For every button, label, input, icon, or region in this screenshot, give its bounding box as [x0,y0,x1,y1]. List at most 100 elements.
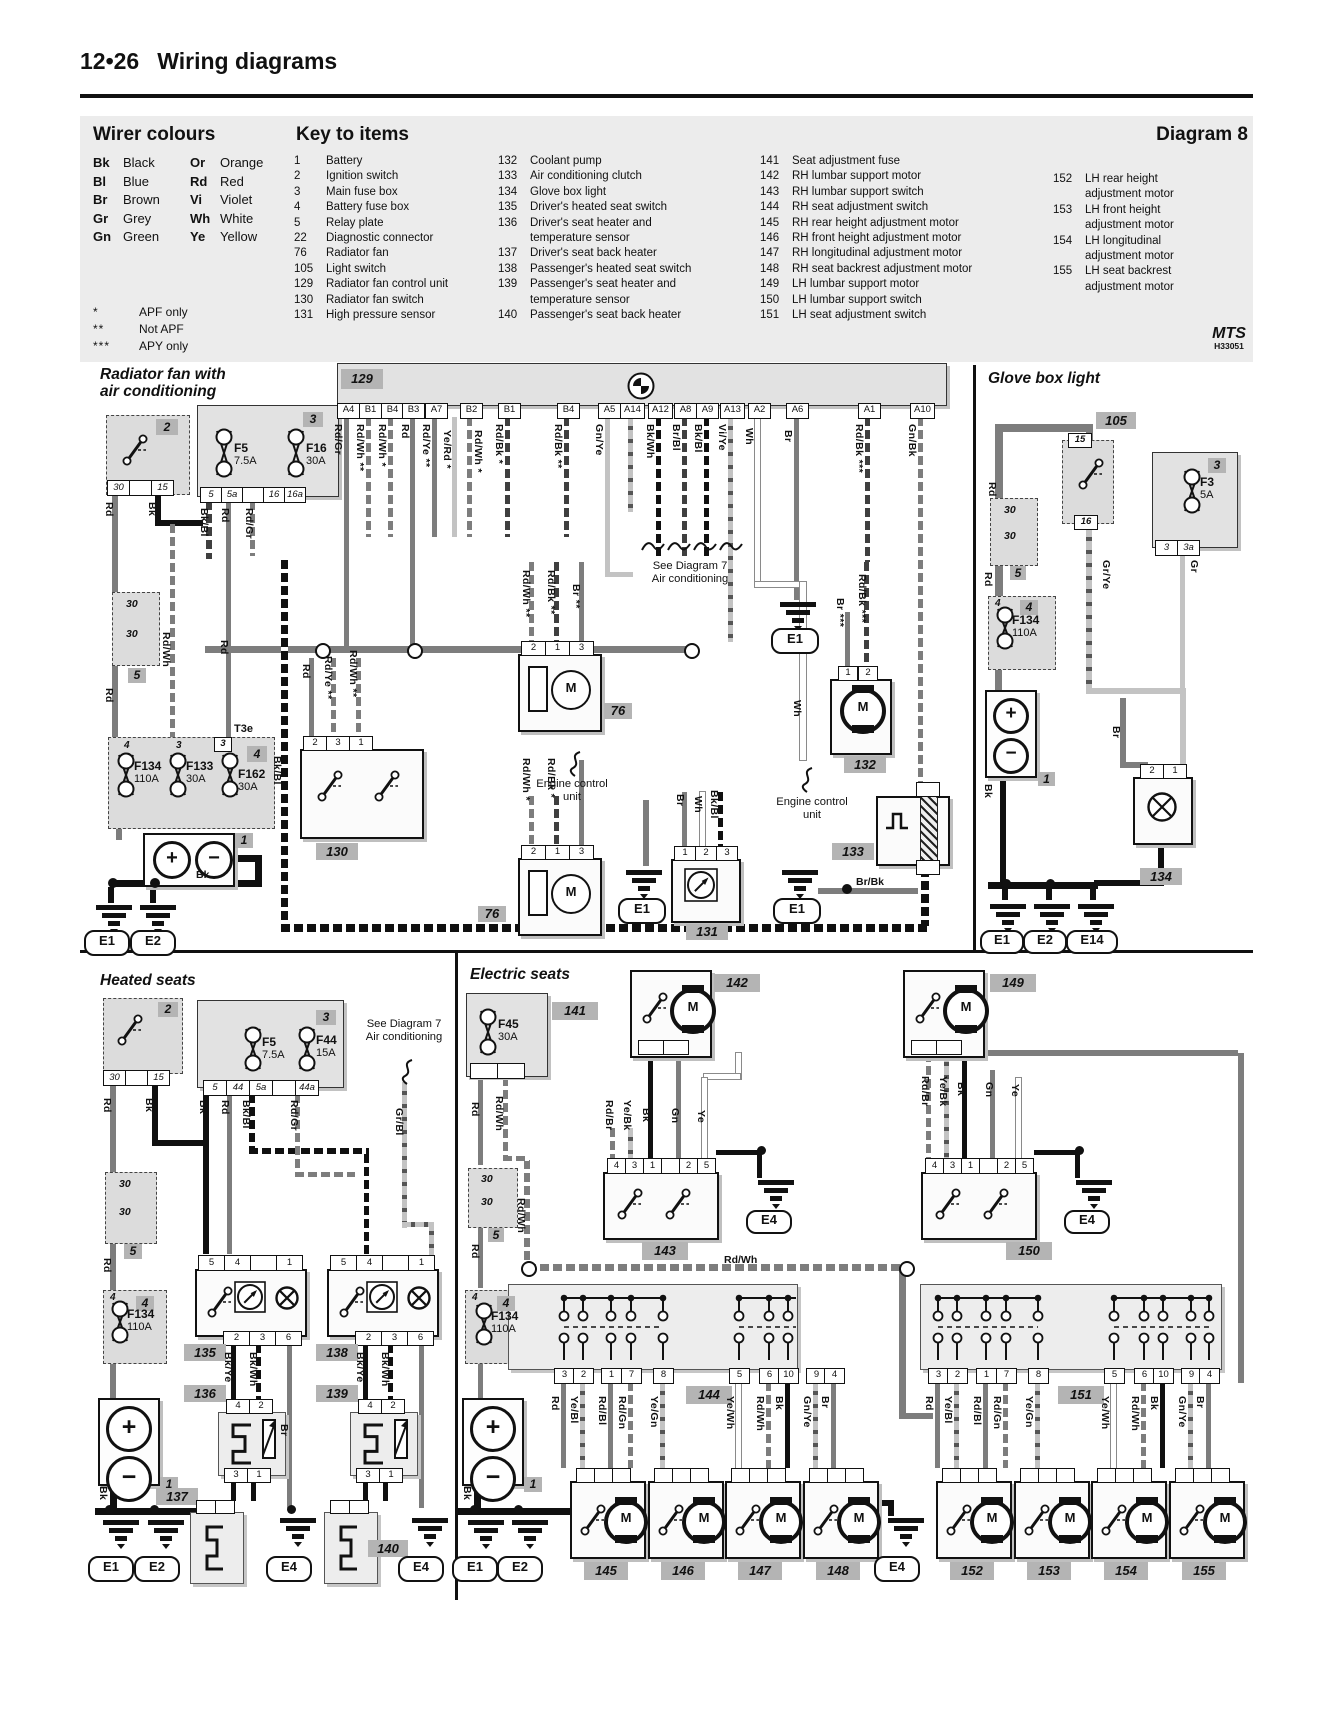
component-number-badge: 130 [316,843,358,860]
pin-label [1194,1468,1212,1483]
component-box [112,592,160,666]
divider-top-vertical [973,365,976,950]
wire [478,1077,483,1165]
pin-label: 5a [250,1080,273,1096]
wire [755,417,760,582]
component-number-badge: 4 [497,1296,515,1311]
wire-colour-label: Rd/Wh ** [354,424,366,472]
pin-label: 1 [277,1255,303,1271]
pin-label [498,1063,525,1079]
wire-colour-label: Rd [101,1258,113,1273]
key-item-label: Glove box light [530,185,607,198]
key-item-label: Radiator fan control unit [326,278,449,291]
text-line: unit [562,791,582,804]
colour-name: Violet [220,192,253,207]
key-item-number: 149 [760,278,780,291]
wire-colour-label: Ye/Bk [937,1076,949,1107]
note-text: APY only [139,339,189,353]
motor-icon: M [1203,1497,1247,1544]
colour-name: Red [220,173,244,189]
colour-name: Yellow [220,229,258,244]
fuse-icon [116,752,136,798]
key-item-label: Battery [326,155,363,167]
lamp-icon [407,1286,431,1310]
pin-label: B1 [359,403,382,419]
key-item-label: Passenger's heated seat switch [530,262,692,275]
pin-label: 44a [296,1080,319,1096]
junction-dot [150,1505,159,1514]
wire-colour-label: Wh [692,796,704,814]
wire [628,417,633,512]
switch-icon [944,1502,974,1536]
component-number-badge: 135 [184,1344,226,1361]
key-item-label: Seat adjustment fuse [792,155,901,167]
motor-terminal [981,1497,1003,1505]
pin-label [916,782,940,797]
pin-label: 3 [224,1468,248,1483]
key-item-number: 155 [1053,265,1073,278]
wire-colour-label: Gn [983,1082,995,1098]
pin-label: 5 [203,1080,227,1096]
component-number-badge: 76 [604,703,632,719]
battery-minus-terminal: − [470,1456,516,1502]
fuse-icon [995,606,1015,650]
junction-dot [757,1146,766,1155]
wire-colour-label: Gn/Ye [1176,1396,1188,1428]
wire-colour-label: Bk/Wh [379,1352,391,1387]
pin-label [980,1158,998,1174]
wire-colour-label: Br [782,430,794,443]
text-line: Glove box light [988,370,1100,387]
ground-icon [144,1518,188,1550]
component-number-badge: 146 [661,1562,705,1580]
wire [995,668,1002,690]
switch-icon [640,990,670,1024]
component-number-badge: 139 [316,1385,358,1402]
switch-gang-icon [920,1292,1220,1362]
wire-colour-label: Rd/Ye ** [322,656,334,700]
key-item-number: 153 [1053,203,1073,216]
ground-icon [622,868,666,900]
wire [410,417,415,653]
wire [676,1053,681,1160]
wire-colour-label: Bk/Bl [240,1100,252,1129]
motor-terminal [682,1025,704,1033]
switch-icon [811,1502,841,1536]
label: 30 [1004,530,1016,542]
motor-terminal [1136,1497,1158,1505]
wire-colour-label: Ye/Wh [724,1396,736,1430]
key-item-number: 3 [294,185,301,198]
fuse-icon [474,1302,494,1346]
wire [702,1078,707,1160]
fuse-name: F5 [234,441,249,455]
pin-label: A2 [748,403,771,419]
ground-icon [1072,1178,1116,1210]
key-item-label: Driver's heated seat switch [530,201,668,214]
component-number-badge: 3 [303,412,323,427]
wire [503,1077,508,1161]
wire-colours-title: Wirer colours [93,124,216,145]
key-item-label: LH longitudinal adjustment motor [1085,234,1174,263]
wire-colour-label: Rd/Wh * [376,424,388,468]
pin-label: 4 [225,1255,251,1271]
fuse-icon [297,1026,317,1072]
wire [203,1094,209,1254]
switch-icon [578,1502,608,1536]
wire-colour-label: Wh [791,700,803,718]
pin-label [638,1040,664,1055]
pin-label [470,1063,498,1079]
key-item-label: RH rear height adjustment motor [792,216,959,229]
note-symbol: *** [93,339,111,353]
earth-point-label: E4 [1064,1210,1110,1234]
fuse-rating: 110A [491,1323,516,1335]
component-box [990,498,1038,566]
wire-colour-label: Gr/Bl [393,1108,405,1136]
pin-label: 8 [1028,1368,1049,1384]
wire [505,417,510,537]
